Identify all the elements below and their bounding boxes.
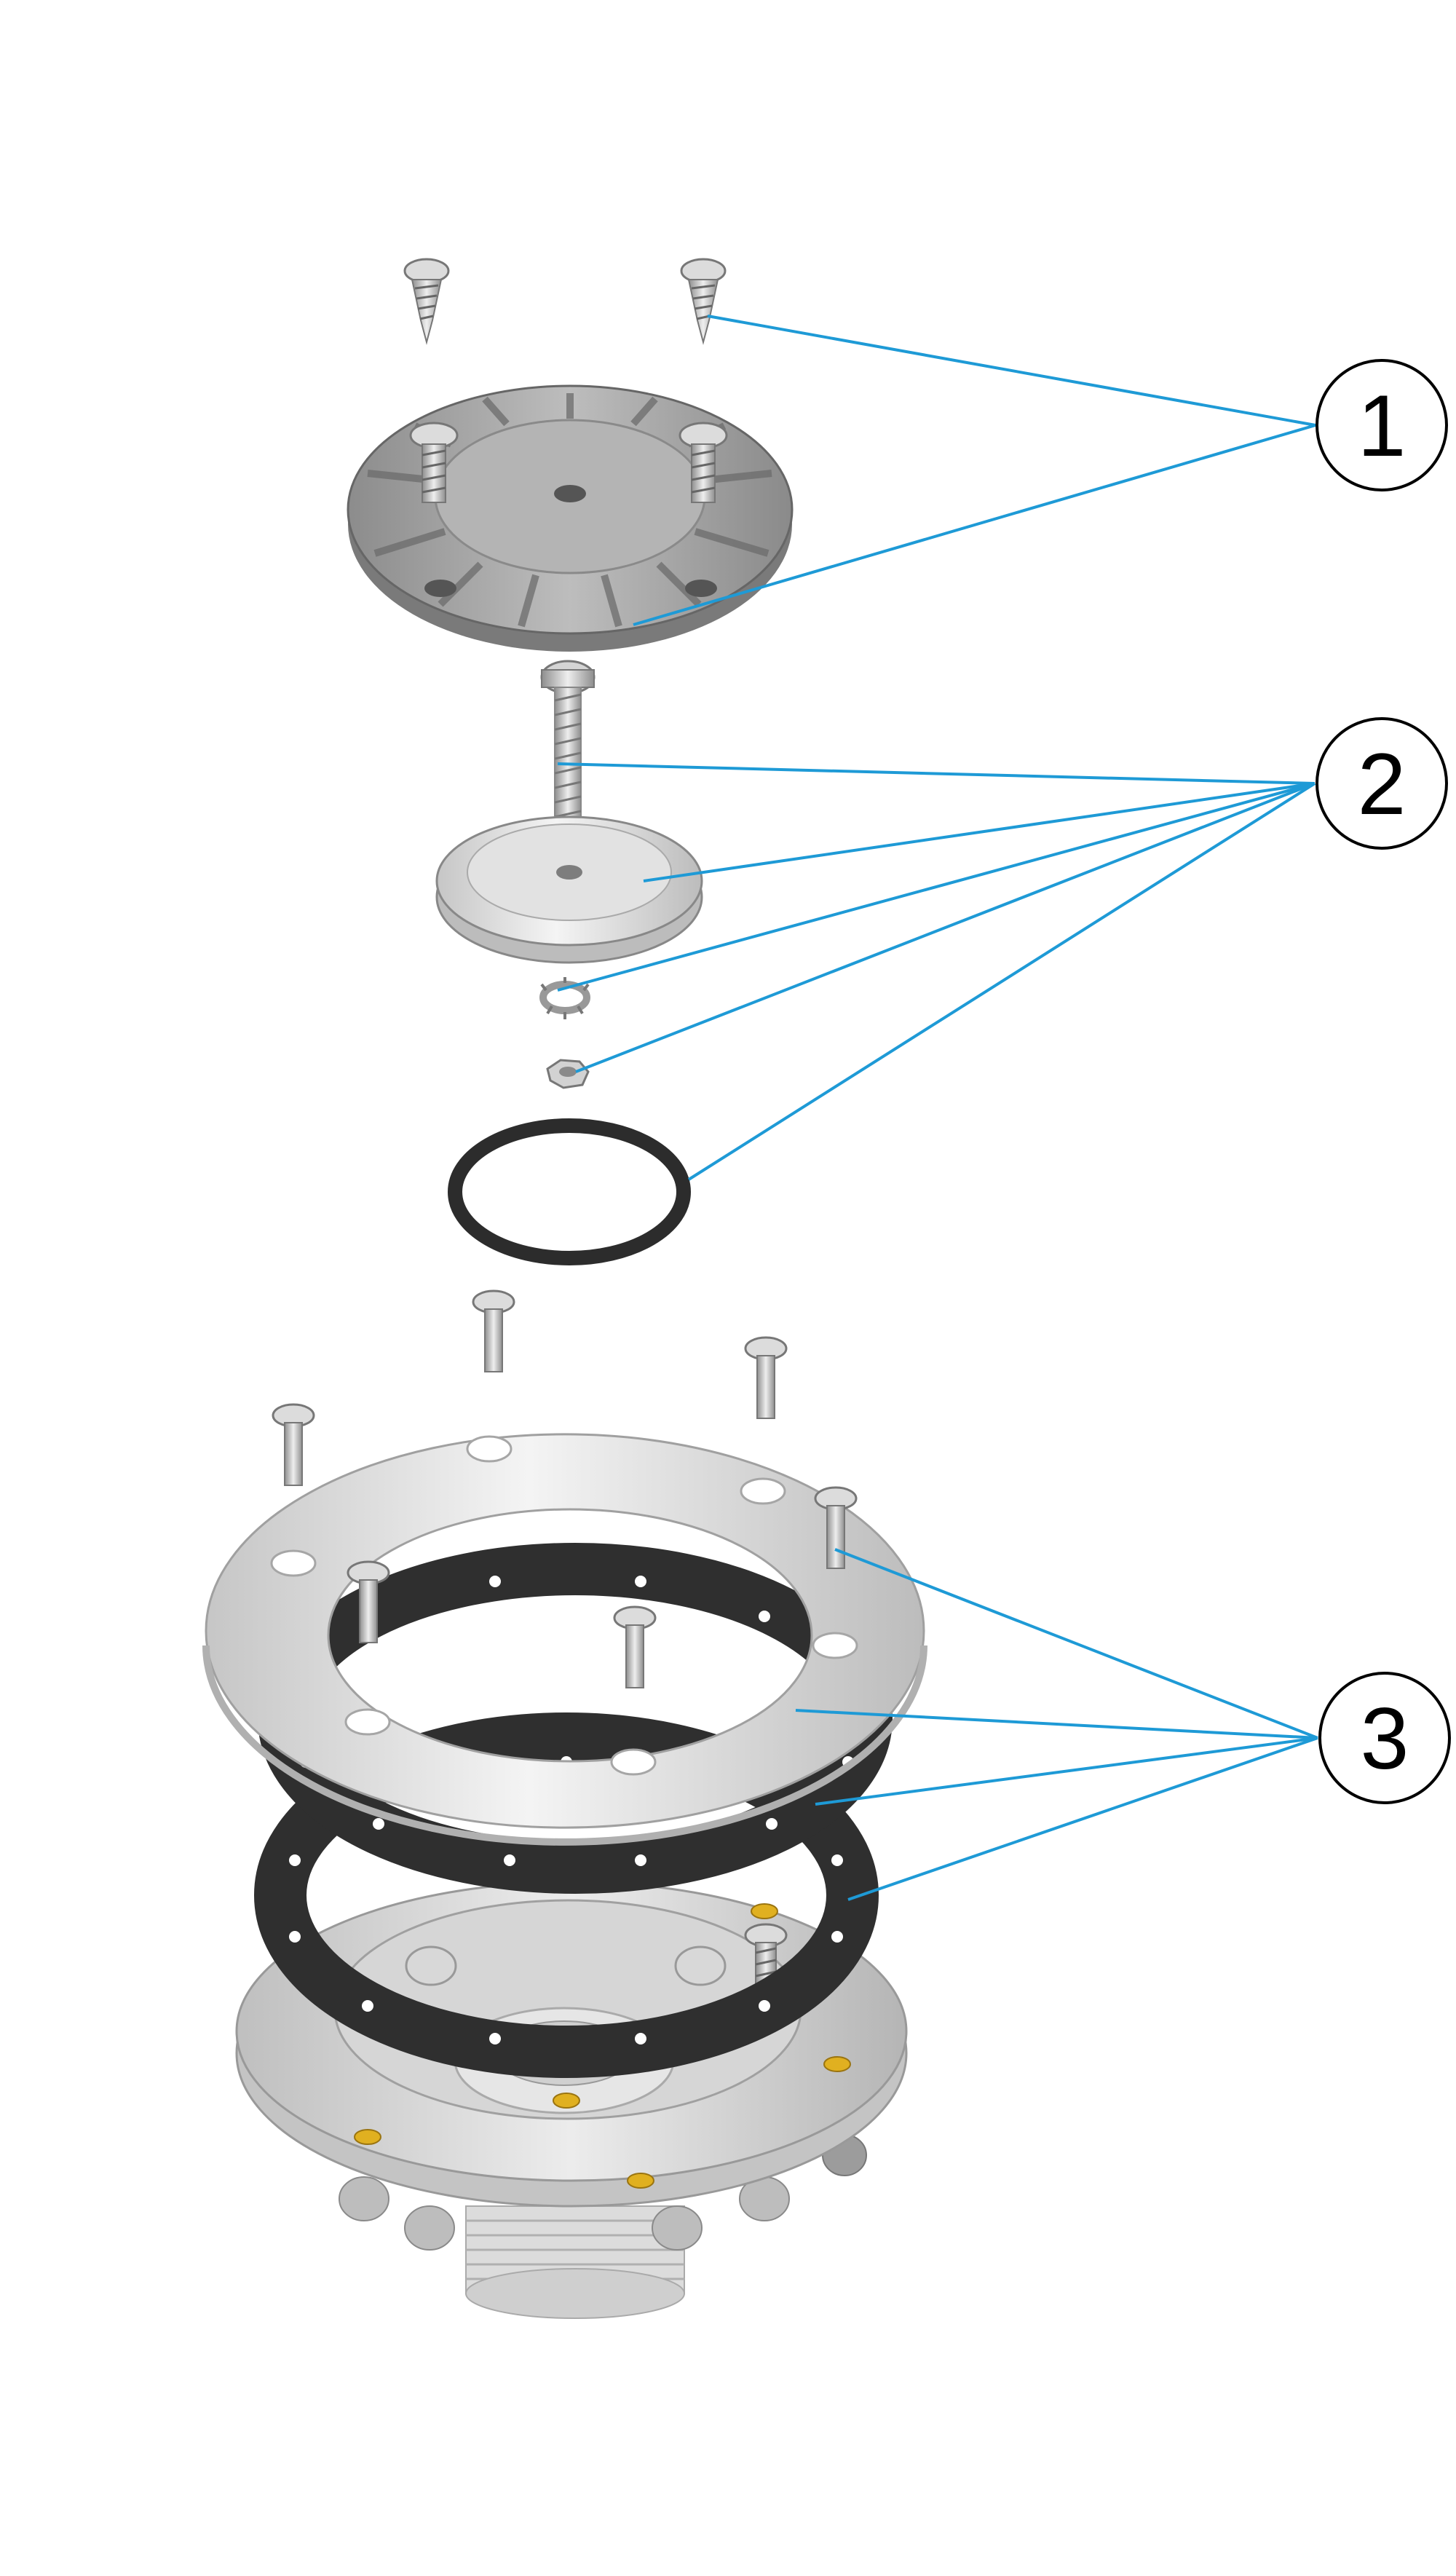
leader-line-3d <box>847 1737 1318 1901</box>
lock-washer <box>539 977 590 1019</box>
part-group-2 <box>435 660 703 1265</box>
flange-screw <box>613 1605 657 1688</box>
callout-2: 2 <box>1315 717 1448 850</box>
callout-1: 1 <box>1315 359 1448 491</box>
grate-screw-seated-left <box>409 422 459 503</box>
leader-line-2a <box>557 762 1315 785</box>
leader-line-2b <box>643 782 1315 882</box>
flange-screw <box>472 1289 515 1372</box>
drain-body <box>235 1856 908 2319</box>
leader-line-3b <box>795 1709 1318 1739</box>
part-group-3 <box>202 1289 927 2319</box>
valve-disc <box>435 815 703 964</box>
callout-2-label: 2 <box>1358 735 1406 833</box>
leader-line-1b <box>633 424 1316 626</box>
leader-line-3c <box>815 1737 1318 1806</box>
flange-ring <box>202 1433 927 1846</box>
o-ring <box>448 1118 691 1265</box>
grate-screw-seated-right <box>678 422 728 503</box>
leader-lines <box>557 315 1318 1901</box>
flange-screw <box>814 1486 858 1569</box>
hex-nut <box>546 1059 590 1089</box>
grate-screw-left <box>403 258 450 345</box>
leader-line-2c <box>557 782 1315 992</box>
flange-screw <box>744 1336 788 1419</box>
flange-screws <box>272 1289 858 1688</box>
flange-screw <box>347 1560 390 1643</box>
leader-line-1a <box>707 315 1316 427</box>
callout-3: 3 <box>1318 1672 1451 1804</box>
grate-screw-right <box>680 258 727 345</box>
leader-line-2d <box>575 782 1315 1073</box>
callout-1-label: 1 <box>1358 377 1406 475</box>
callout-3-label: 3 <box>1361 1690 1409 1787</box>
leader-line-3a <box>834 1548 1318 1739</box>
center-bolt <box>540 660 596 841</box>
flange-screw <box>272 1403 315 1486</box>
part-group-1 <box>347 258 794 652</box>
drain-grate <box>347 384 794 652</box>
leader-line-2e <box>687 782 1316 1181</box>
